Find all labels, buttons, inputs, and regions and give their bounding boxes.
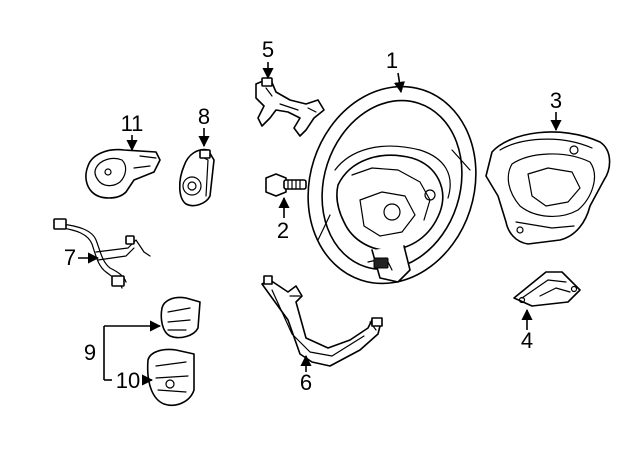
bracket-part[interactable]	[513, 271, 581, 307]
callout-1: 1	[386, 48, 398, 73]
steering-wheel-part[interactable]	[283, 65, 501, 306]
callout-3: 3	[550, 88, 562, 113]
callout-6: 6	[300, 370, 312, 395]
callout-2: 2	[277, 218, 289, 243]
callout-11: 11	[121, 111, 144, 136]
steering-cover-part[interactable]	[485, 131, 611, 245]
switch-part[interactable]	[178, 148, 215, 207]
callout-5: 5	[262, 37, 274, 62]
wire-harness-part[interactable]	[53, 218, 151, 289]
callout-9: 9	[84, 340, 96, 365]
left-switch-upper-part[interactable]	[85, 148, 161, 199]
switch-10-part[interactable]	[146, 348, 195, 406]
callout-4: 4	[521, 328, 533, 353]
bolt-part[interactable]	[265, 173, 307, 197]
callout-8: 8	[198, 104, 210, 129]
callout-7: 7	[64, 245, 76, 270]
lower-trim-part[interactable]	[261, 275, 383, 367]
upper-harness-part[interactable]	[255, 77, 325, 137]
callout-10: 10	[116, 368, 140, 393]
switch-9-part[interactable]	[160, 296, 201, 339]
